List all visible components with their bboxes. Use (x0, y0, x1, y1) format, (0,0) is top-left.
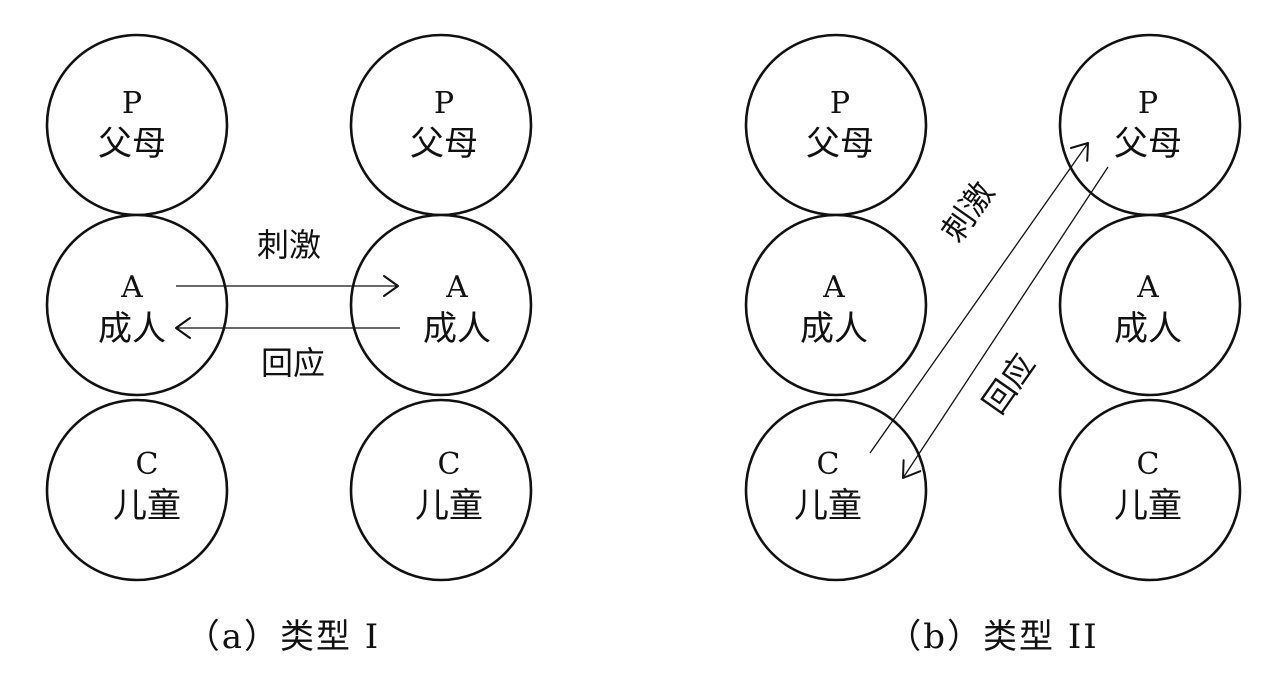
panel-a-right-ego-states: P 父母 A 成人 C 儿童 (349, 33, 533, 582)
panel-a-response-label: 回应 (261, 344, 325, 382)
panel-a-response-arrowhead (175, 317, 191, 339)
panel-b-response-label: 回应 (975, 347, 1043, 421)
panel-b-left-ego-states: P 父母 A 成人 C 儿童 (744, 33, 928, 582)
panel-a-stimulus-label: 刺激 (257, 226, 321, 264)
panel-a-left-adult-code: A (120, 270, 143, 305)
panel-b-right-child-code: C (1137, 447, 1160, 482)
panel-b-response-arrow (902, 166, 1109, 479)
panel-b-left-adult-code: A (822, 270, 845, 305)
panel-b-right-parent-name: 父母 (1114, 124, 1182, 164)
panel-b-response-line (902, 166, 1109, 479)
panel-a-response-arrow (175, 317, 400, 339)
panel-b-right-adult-circle (1058, 213, 1242, 397)
panel-a-right-parent-name: 父母 (410, 124, 478, 164)
panel-a-stimulus-arrowhead (383, 275, 399, 297)
panel-a-right-child-circle (349, 398, 533, 582)
panel-a-left-child-name: 儿童 (113, 486, 181, 526)
panel-a-left-child-code: C (136, 447, 159, 482)
panel-b-right-parent-code: P (1138, 86, 1158, 121)
panel-a: P 父母 A 成人 C 儿童 P 父母 A 成人 C 儿童 刺激 (45, 33, 533, 657)
panel-b-stimulus-line (869, 142, 1089, 454)
panel-a-left-adult-name: 成人 (98, 309, 166, 349)
panel-b-stimulus-arrowhead (1069, 142, 1089, 162)
panel-a-left-parent-code: P (122, 86, 142, 121)
panel-a-right-child-name: 儿童 (415, 486, 483, 526)
panel-b-left-parent-code: P (830, 86, 850, 121)
panel-b-right-ego-states: P 父母 A 成人 C 儿童 (1058, 33, 1242, 582)
panel-a-right-adult-name: 成人 (423, 309, 491, 349)
panel-a-right-adult-circle (349, 213, 533, 397)
panel-b-caption: （b）类型 II (887, 617, 1098, 657)
panel-b-stimulus-arrow (869, 142, 1089, 454)
panel-a-left-ego-states: P 父母 A 成人 C 儿童 (45, 33, 229, 582)
panel-b-left-child-name: 儿童 (794, 486, 862, 526)
panel-a-right-parent-code: P (434, 86, 454, 121)
panel-a-left-parent-name: 父母 (98, 124, 166, 164)
panel-b-left-parent-name: 父母 (806, 124, 874, 164)
panel-a-right-adult-code: A (445, 270, 468, 305)
panel-b-right-child-name: 儿童 (1114, 486, 1182, 526)
panel-a-caption: （a）类型 I (186, 617, 381, 657)
panel-a-stimulus-arrow (176, 275, 399, 297)
panel-b-left-adult-name: 成人 (800, 309, 868, 349)
panel-a-left-adult-circle (45, 213, 229, 397)
panel-b-right-child-circle (1058, 398, 1242, 582)
panel-b-right-adult-name: 成人 (1114, 309, 1182, 349)
panel-b-left-child-circle (744, 398, 928, 582)
panel-b-left-adult-circle (744, 213, 928, 397)
panel-b-stimulus-label: 刺激 (934, 175, 1002, 249)
panel-b-response-arrowhead (902, 459, 922, 479)
panel-b: P 父母 A 成人 C 儿童 P 父母 A 成人 C 儿童 刺激 (744, 33, 1242, 657)
panel-a-right-child-code: C (438, 447, 461, 482)
panel-b-left-child-code: C (817, 447, 840, 482)
panel-b-right-adult-code: A (1136, 270, 1159, 305)
panel-a-left-child-circle (45, 398, 229, 582)
